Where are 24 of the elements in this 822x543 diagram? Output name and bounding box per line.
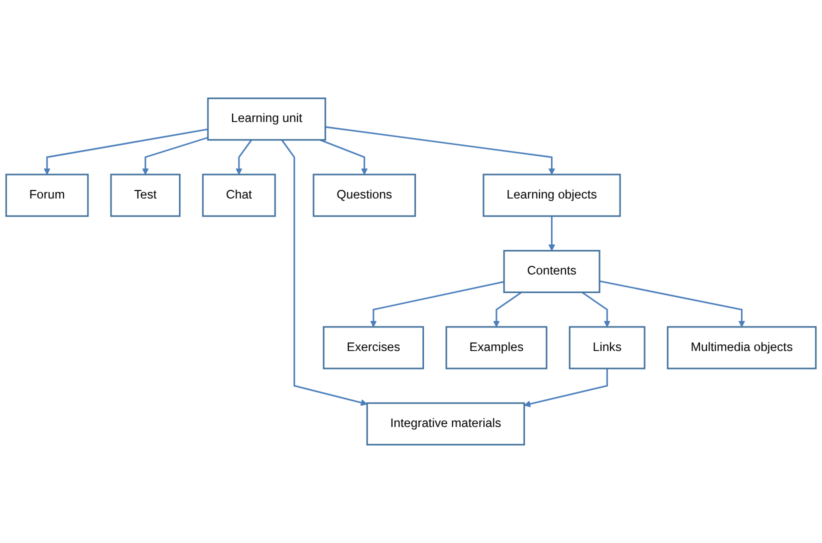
node-box: Contents	[503, 250, 600, 294]
node-box: Forum	[5, 174, 89, 217]
node-box: Test	[110, 174, 181, 217]
node-box: Learning objects	[482, 174, 621, 217]
arrow	[325, 126, 556, 175]
node-box: Exercises	[322, 326, 424, 370]
arrow	[493, 292, 522, 328]
node-box: Learning unit	[207, 98, 326, 141]
arrow	[236, 139, 252, 175]
node-box: Links	[568, 326, 646, 370]
arrow	[281, 139, 368, 406]
node-box: Integrative materials	[366, 402, 525, 446]
arrow	[370, 280, 504, 328]
node-box: Questions	[312, 174, 416, 217]
arrow	[524, 368, 608, 408]
arrow	[142, 136, 208, 175]
arrow	[582, 292, 610, 328]
arrow	[44, 128, 208, 175]
node-box: Chat	[202, 174, 276, 217]
arrow	[548, 216, 556, 252]
node-box: Examples	[446, 326, 548, 370]
node-box: Multimedia objects	[666, 326, 817, 370]
arrow	[599, 280, 746, 328]
arrow	[320, 139, 368, 175]
